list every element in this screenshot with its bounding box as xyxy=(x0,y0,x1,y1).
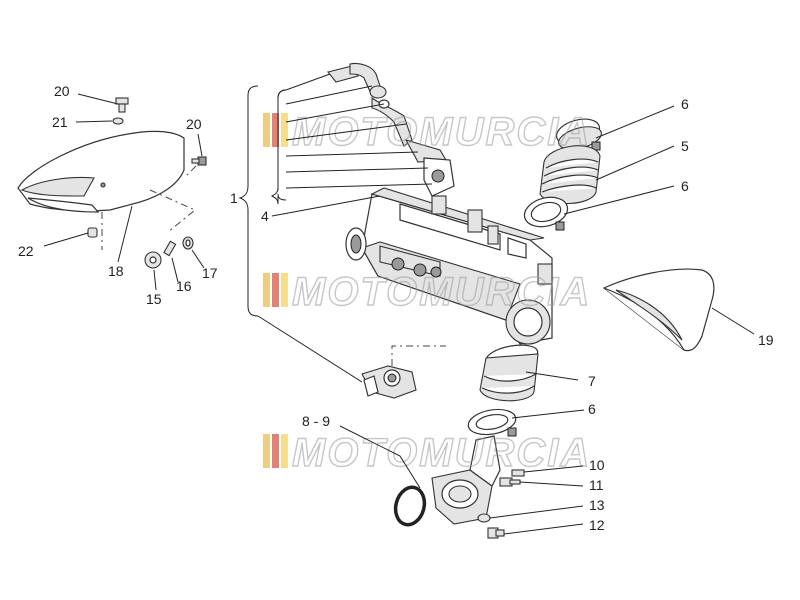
watermark-middle: MOTOMURCIA xyxy=(263,269,591,315)
part-6-clamp-lower xyxy=(467,408,517,437)
part-17-washer xyxy=(182,236,194,250)
part-20-screw-right xyxy=(191,156,207,166)
callout-15: 15 xyxy=(146,291,162,307)
part-13-washer xyxy=(477,513,491,523)
brace-group-1 xyxy=(238,85,287,317)
callout-6-top: 6 xyxy=(681,96,689,112)
callout-11: 11 xyxy=(589,477,604,493)
watermark-text: MOTOMURCIA xyxy=(292,431,591,475)
watermark-bottom: MOTOMURCIA xyxy=(263,430,591,476)
callout-17: 17 xyxy=(202,265,218,281)
part-12-bolt xyxy=(487,527,505,539)
callout-20-top: 20 xyxy=(54,83,70,99)
part-20-screw-top xyxy=(115,97,129,113)
callout-18: 18 xyxy=(108,263,124,279)
part-18-left-cover xyxy=(17,130,185,213)
watermark-text: MOTOMURCIA xyxy=(292,110,591,154)
part-10-screw xyxy=(511,469,525,477)
callout-labels: 1 4 6 5 6 19 7 6 8 - 9 10 11 13 12 20 21… xyxy=(18,83,774,533)
part-6-clamp-upper xyxy=(555,118,602,151)
part-map-sensor xyxy=(361,365,417,399)
part-hose-assembly xyxy=(327,62,455,197)
callout-6-lower: 6 xyxy=(588,401,596,417)
watermark-text: MOTOMURCIA xyxy=(292,270,591,314)
callout-1: 1 xyxy=(230,190,238,206)
part-11-screw xyxy=(499,477,521,487)
part-6-clamp-middle xyxy=(523,196,569,231)
callout-16: 16 xyxy=(176,278,192,294)
callout-21: 21 xyxy=(52,114,68,130)
callout-12: 12 xyxy=(589,517,605,533)
part-22-clip xyxy=(87,227,98,238)
callout-19: 19 xyxy=(758,332,774,348)
part-7-lower-duct xyxy=(479,344,539,402)
callout-20-right: 20 xyxy=(186,116,202,132)
callout-10: 10 xyxy=(589,457,605,473)
part-19-right-cover xyxy=(602,268,715,352)
watermark-top: MOTOMURCIA xyxy=(263,109,591,155)
part-16-stud xyxy=(163,240,177,257)
part-o-ring xyxy=(393,485,427,527)
leader-lines xyxy=(43,73,755,535)
callout-8-9: 8 - 9 xyxy=(302,413,330,429)
callout-4: 4 xyxy=(261,208,269,224)
callout-7: 7 xyxy=(588,373,596,389)
callout-5: 5 xyxy=(681,138,689,154)
part-8-9-flange xyxy=(431,435,501,525)
callout-13: 13 xyxy=(589,497,605,513)
part-5-intake-duct xyxy=(539,145,601,205)
part-15-nut xyxy=(144,251,162,269)
callout-22: 22 xyxy=(18,243,34,259)
part-21-washer xyxy=(112,117,124,125)
callout-6-middle: 6 xyxy=(681,178,689,194)
part-4-throttle-body xyxy=(345,187,553,345)
